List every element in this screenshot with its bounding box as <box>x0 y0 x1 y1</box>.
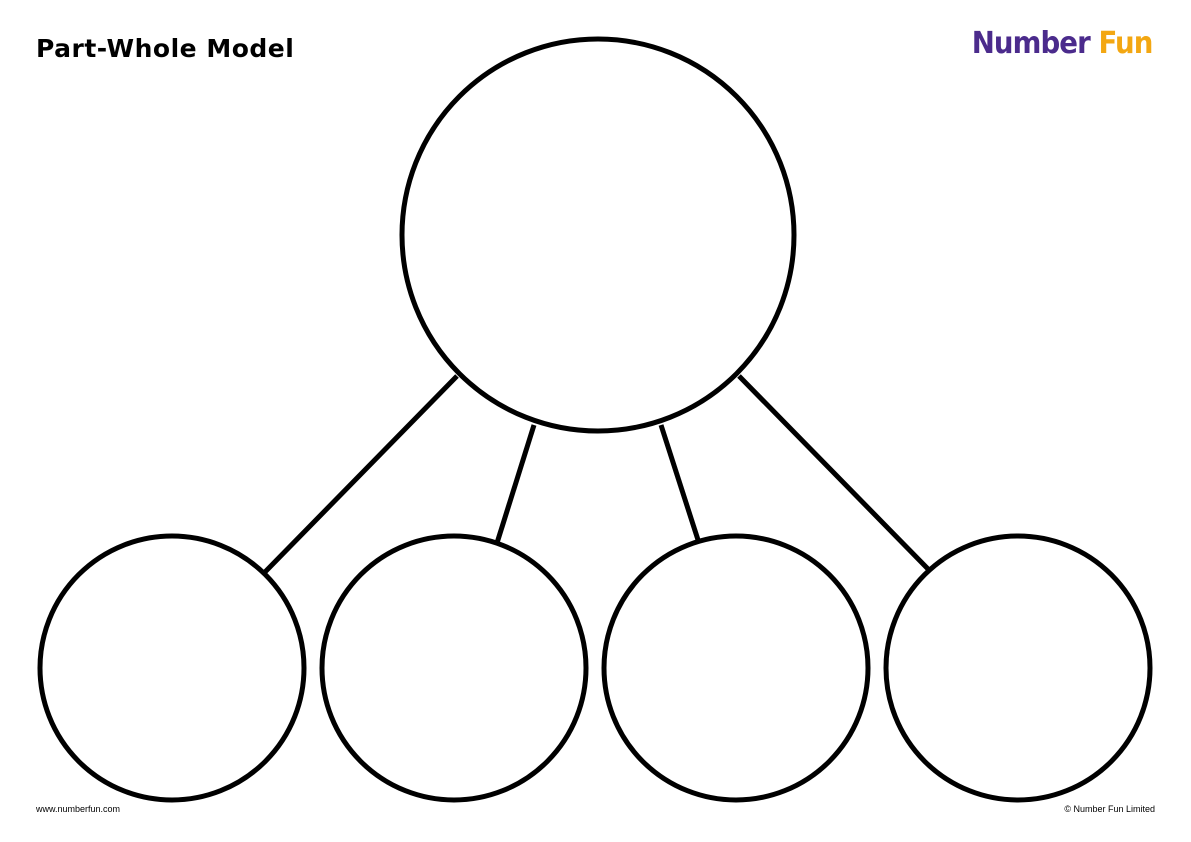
logo-word-fun: Fun <box>1098 26 1154 61</box>
part-circle-3[interactable] <box>601 533 871 803</box>
page-title: Part-Whole Model <box>36 34 295 63</box>
footer-copyright: © Number Fun Limited <box>1064 804 1155 814</box>
logo-word-number: Number <box>972 26 1091 61</box>
connector-line-1 <box>263 374 459 574</box>
footer-website: www.numberfun.com <box>36 804 121 814</box>
part-circle-4[interactable] <box>883 533 1153 803</box>
connector-line-2 <box>494 424 537 544</box>
connector-line-3 <box>658 424 702 544</box>
connector-line-4 <box>737 374 931 572</box>
part-circle-2[interactable] <box>319 533 589 803</box>
part-circle-1[interactable] <box>37 533 307 803</box>
whole-circle[interactable] <box>399 36 797 434</box>
brand-logo: Number Fun <box>972 26 1154 61</box>
